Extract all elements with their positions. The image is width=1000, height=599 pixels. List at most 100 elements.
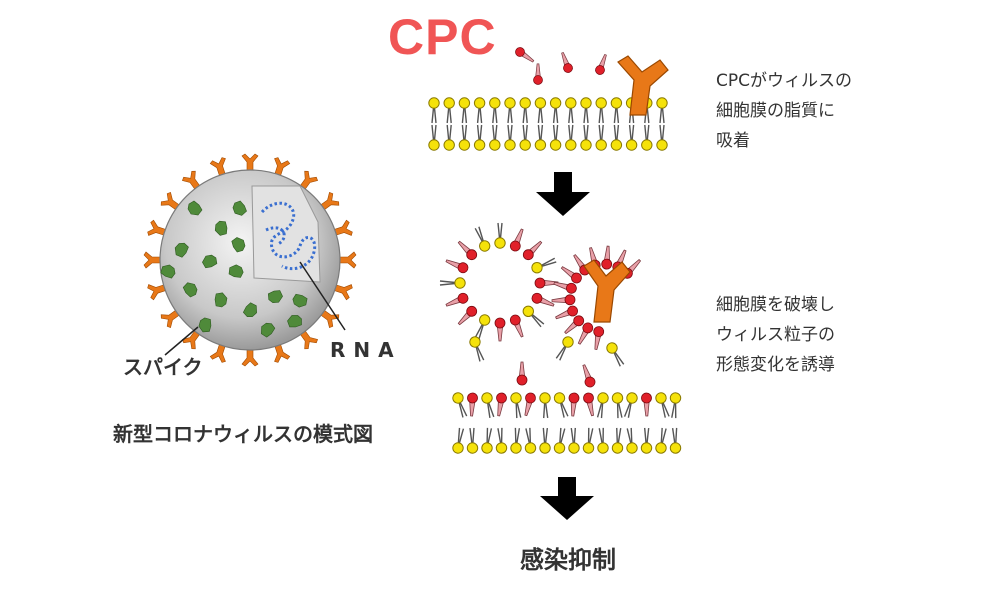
spike-protein-top (617, 55, 669, 116)
lipid-icon (428, 97, 440, 124)
lipid-icon (564, 124, 577, 151)
lipid-icon (466, 427, 479, 455)
lipid-icon (549, 97, 562, 124)
lipid-icon (473, 97, 486, 124)
lipid-icon (451, 426, 468, 455)
molecule-icon (508, 227, 528, 253)
lipid-icon (552, 426, 569, 455)
molecule-icon (552, 334, 576, 363)
spike-icon (241, 349, 259, 367)
lipid-icon (668, 427, 682, 455)
lipid-icon (595, 124, 608, 151)
step2-line-3: 形態変化を誘導 (716, 355, 835, 375)
molecule-icon (466, 392, 479, 417)
lipid-icon (443, 124, 456, 151)
lipid-icon (656, 97, 668, 124)
lipid-icon (509, 426, 524, 455)
lipid-icon (504, 97, 516, 124)
molecule-icon (494, 222, 506, 249)
lipid-icon (534, 97, 547, 124)
lipid-icon (595, 97, 608, 124)
rna-strand-2 (265, 226, 286, 246)
spike-label: スパイク (123, 355, 203, 379)
lipid-icon (458, 124, 471, 151)
molecule-icon (450, 390, 471, 420)
lipid-icon (494, 426, 508, 455)
cpc-icon (600, 245, 614, 270)
molecule-icon (620, 390, 640, 420)
step1-line-3: 吸着 (716, 131, 750, 151)
molecule-icon (578, 362, 597, 389)
molecule-icon (444, 255, 470, 275)
molecule-icon (455, 238, 480, 263)
molecule-icon (593, 391, 610, 420)
molecule-icon (493, 391, 508, 417)
membrane-disruption (439, 222, 682, 455)
virus-illustration (143, 153, 357, 367)
lipid-icon (582, 426, 597, 455)
lipid-icon (580, 124, 592, 151)
lipid-icon (519, 97, 532, 124)
molecule-icon (552, 390, 572, 420)
molecule-icon (529, 254, 559, 276)
scattered-molecules (467, 334, 628, 389)
lipid-icon (480, 426, 496, 455)
lipid-icon (623, 426, 639, 455)
arrow-1 (536, 172, 590, 216)
molecule-icon (508, 313, 528, 339)
step2-line-1: 細胞膜を破壊し (716, 295, 835, 315)
lipid-icon (610, 124, 623, 151)
spike-pointer-line (164, 326, 199, 356)
lipid-icon (473, 124, 486, 151)
lipid-icon (519, 124, 532, 151)
lipid-icon (549, 124, 562, 151)
molecule-icon (439, 277, 466, 289)
result-label: 感染抑制 (520, 546, 616, 574)
molecule-icon (520, 238, 545, 263)
molecule-icon (641, 392, 653, 417)
lipid-icon (610, 97, 623, 124)
lipid-icon (539, 427, 552, 454)
molecule-icon (538, 391, 552, 419)
lipid-icon (580, 97, 592, 124)
step2-description: 細胞膜を破壊し ウィルス粒子の 形態変化を誘導 (716, 290, 835, 380)
lipid-micelle (439, 222, 559, 342)
lipid-icon (428, 124, 440, 151)
lipid-icon (458, 97, 471, 124)
molecule-icon (455, 303, 480, 328)
step1-line-1: CPCがウィルスの (716, 71, 852, 91)
membrane-top (428, 45, 669, 151)
lipid-icon (654, 426, 670, 455)
lipid-icon (534, 124, 547, 151)
spike-protein-mid (583, 259, 631, 323)
step1-line-2: 細胞膜の脂質に (716, 101, 835, 121)
lipid-icon (522, 426, 538, 455)
rna-label: RNA (330, 338, 402, 362)
virus-cutaway (251, 185, 321, 283)
cpc-icon (590, 325, 605, 351)
cpc-icon (551, 294, 576, 307)
molecule-icon (479, 390, 498, 420)
molecule-icon (444, 291, 470, 311)
molecule-icon (520, 303, 547, 330)
lipid-icon (640, 427, 653, 454)
rna-pointer-line (299, 261, 346, 331)
molecule-icon (611, 391, 626, 420)
molecule-icon (494, 317, 506, 342)
lipid-icon (488, 97, 501, 124)
virus-caption: 新型コロナウィルスの模式図 (113, 422, 373, 446)
cpc-title: CPC (388, 9, 497, 65)
lipid-icon (567, 427, 581, 455)
molecule-icon (471, 224, 493, 254)
arrow-2 (540, 477, 594, 520)
lipid-icon (595, 426, 610, 455)
lipid-icon (656, 124, 668, 151)
molecule-icon (582, 391, 598, 418)
molecule-icon (467, 334, 488, 364)
lipid-icon (640, 124, 653, 151)
spike-icon (241, 153, 259, 171)
lipid-icon (611, 427, 625, 455)
lipid-icon (564, 97, 577, 124)
step2-line-2: ウィルス粒子の (716, 325, 835, 345)
